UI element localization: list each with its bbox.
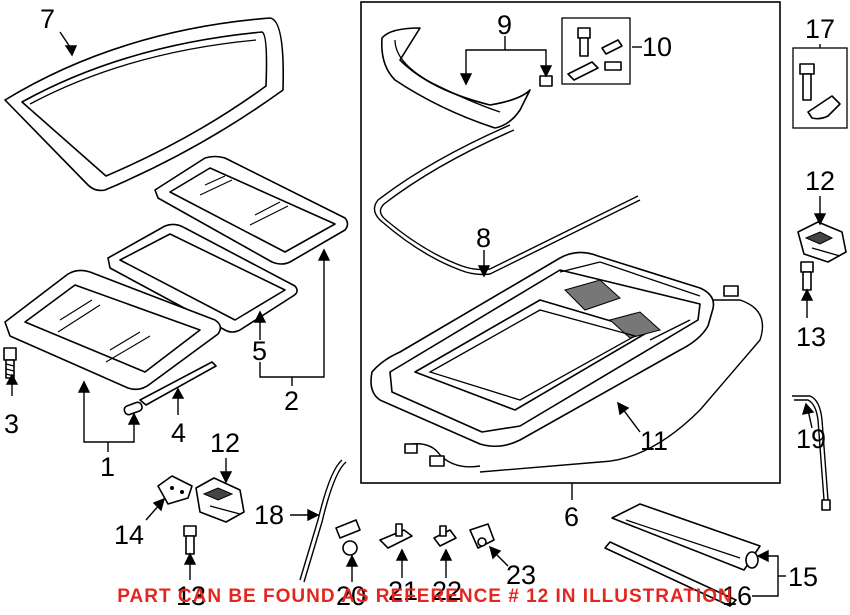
part-10-inset xyxy=(561,17,631,85)
part-7-seal-frame xyxy=(4,17,285,192)
part-13-bolt-right xyxy=(800,261,814,291)
part-16-rail xyxy=(604,541,737,607)
callout-19: 19 xyxy=(796,424,826,454)
part-18-drain-hose xyxy=(299,459,347,583)
part-12-motor-right xyxy=(797,221,847,263)
callout-9: 9 xyxy=(497,10,512,40)
callout-21: 21 xyxy=(388,576,418,606)
callout-11: 11 xyxy=(640,426,668,456)
callout-13a: 13 xyxy=(796,322,826,352)
callout-4: 4 xyxy=(171,418,186,448)
callout-10: 10 xyxy=(642,32,672,62)
callout-14: 14 xyxy=(114,520,144,550)
part-13-bolt-left xyxy=(183,525,197,555)
callout-12b: 12 xyxy=(210,428,240,458)
leader-lines xyxy=(5,31,827,597)
part-12-motor-left xyxy=(195,477,245,523)
part-9-deflector xyxy=(380,27,553,129)
callout-5: 5 xyxy=(252,336,267,366)
callout-8: 8 xyxy=(476,223,491,253)
reference-notice: PART CAN BE FOUND AS REFERENCE # 12 IN I… xyxy=(117,586,733,607)
part-11-sunroof-frame xyxy=(370,251,764,473)
part-21-clip xyxy=(379,523,413,549)
callout-23: 23 xyxy=(506,560,536,590)
callout-15: 15 xyxy=(788,562,818,592)
part-4-strip xyxy=(139,361,217,406)
callout-17: 17 xyxy=(805,14,835,44)
callout-7: 7 xyxy=(40,4,55,34)
part-2-rear-glass xyxy=(154,155,349,265)
callout-2: 2 xyxy=(284,386,299,416)
part-8-drain-tube xyxy=(373,124,641,276)
assembly-6-box xyxy=(360,1,781,484)
part-23-clip xyxy=(469,523,495,549)
part-20-clip xyxy=(335,519,361,556)
part-1-front-glass xyxy=(4,269,222,391)
part-22-clip xyxy=(433,525,457,547)
callout-20: 20 xyxy=(336,581,366,611)
callout-12a: 12 xyxy=(805,166,835,196)
callout-18: 18 xyxy=(254,500,284,530)
part-14-bracket xyxy=(157,475,193,505)
part-5-seal-strip xyxy=(107,223,298,333)
callout-6: 6 xyxy=(564,502,579,532)
part-15-sunshade xyxy=(611,503,761,571)
part-17-bracket xyxy=(792,47,848,129)
callout-1: 1 xyxy=(100,452,115,482)
callout-3: 3 xyxy=(4,409,19,439)
callout-22: 22 xyxy=(432,576,462,606)
callout-13b: 13 xyxy=(176,581,206,611)
part-19-drain-hose xyxy=(792,395,831,511)
callout-16: 16 xyxy=(722,581,752,611)
part-3-bolt xyxy=(3,347,17,379)
part-1-clip xyxy=(123,401,143,416)
